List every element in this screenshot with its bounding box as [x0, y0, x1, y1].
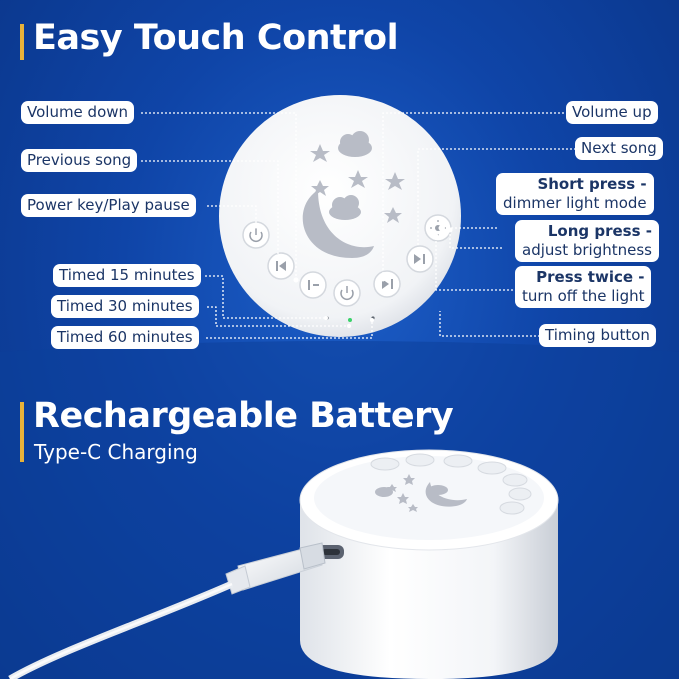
long-press-title: Long press - [547, 222, 652, 240]
label-next-song: Next song [575, 137, 663, 160]
title-accent-bar [20, 24, 24, 60]
label-timed-15: Timed 15 minutes [53, 264, 201, 287]
battery-subtitle: Type-C Charging [34, 440, 198, 464]
long-press-desc: adjust brightness [522, 241, 652, 259]
label-volume-down: Volume down [21, 101, 135, 124]
press-twice-title: Press twice - [536, 268, 645, 286]
battery-accent-bar [20, 402, 24, 462]
label-long-press: Long press - adjust brightness [515, 220, 659, 262]
press-twice-desc: turn off the light [522, 287, 645, 305]
label-press-twice: Press twice - turn off the light [515, 266, 652, 308]
touch-title: Easy Touch Control [33, 18, 399, 58]
battery-title: Rechargeable Battery [33, 396, 454, 436]
label-previous-song: Previous song [21, 149, 138, 172]
label-power-key: Power key/Play pause [21, 194, 196, 217]
label-timed-60: Timed 60 minutes [51, 326, 199, 349]
label-volume-up: Volume up [566, 101, 658, 124]
label-timed-30: Timed 30 minutes [51, 295, 199, 318]
label-short-press: Short press - dimmer light mode [496, 173, 654, 215]
short-press-desc: dimmer light mode [503, 194, 647, 212]
short-press-title: Short press - [537, 175, 647, 193]
label-timing-button: Timing button [539, 324, 656, 347]
